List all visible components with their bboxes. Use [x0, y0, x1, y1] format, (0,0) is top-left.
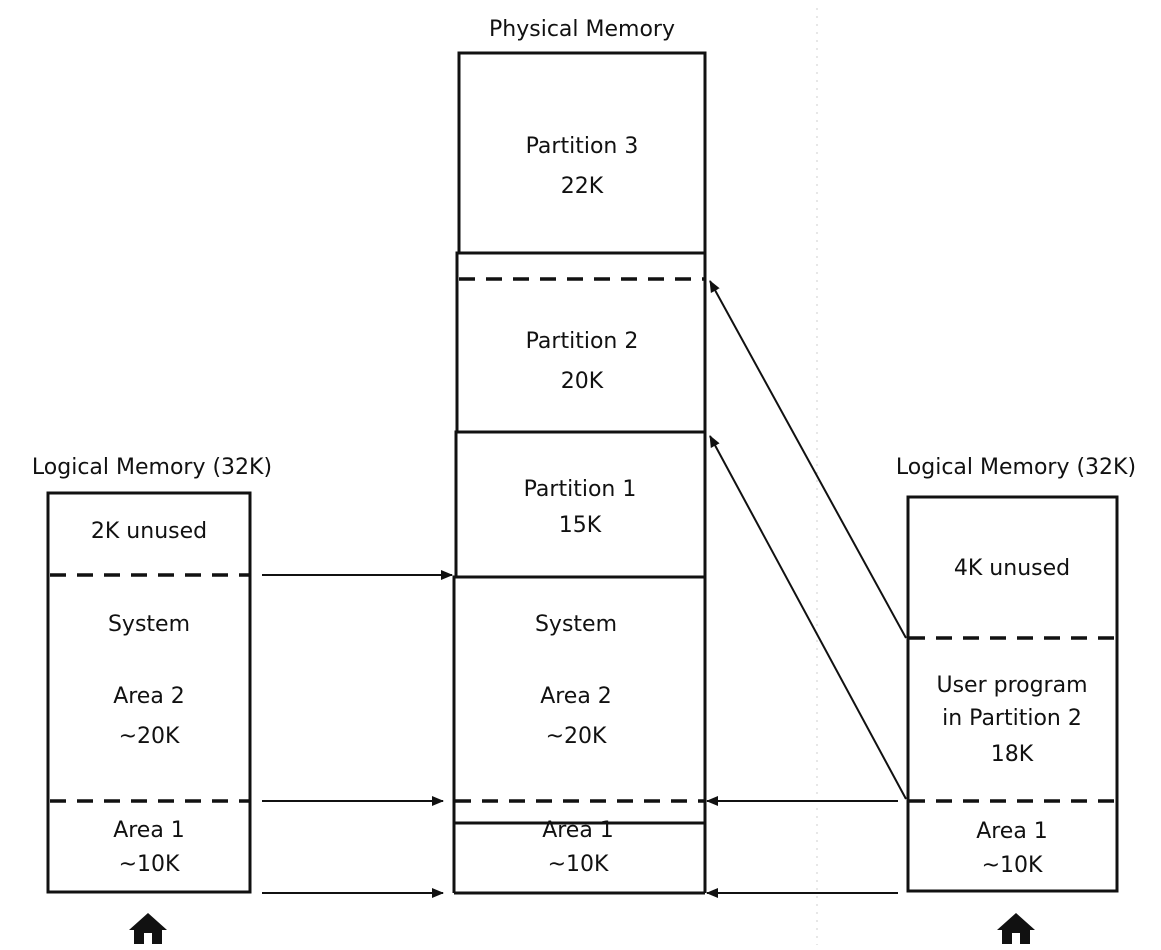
physical-area1-label: Area 1	[542, 818, 614, 843]
left-system-label: System	[108, 612, 190, 637]
left-area1-size: ~10K	[119, 852, 180, 877]
right-logical-box	[906, 495, 1119, 893]
partition3-size: 22K	[561, 174, 604, 199]
user-program-start-arrow	[709, 280, 907, 639]
user-program-end-arrow	[709, 435, 907, 800]
left-logical-box	[46, 491, 252, 894]
physical-system-label: System	[535, 612, 617, 637]
partition1-label: Partition 1	[524, 477, 637, 502]
left-house-arrow-icon	[129, 913, 167, 944]
partition3-label: Partition 3	[526, 134, 639, 159]
right-user-size: 18K	[991, 742, 1034, 767]
physical-area1-size: ~10K	[548, 852, 609, 877]
partition2-size: 20K	[561, 369, 604, 394]
left-area2-size: ~20K	[119, 724, 180, 749]
right-user-partition-label: in Partition 2	[942, 706, 1082, 731]
right-unused-label: 4K unused	[954, 556, 1070, 581]
physical-memory-title: Physical Memory	[489, 17, 675, 42]
right-area1-label: Area 1	[976, 819, 1048, 844]
right-logical-title: Logical Memory (32K)	[896, 455, 1136, 480]
physical-area2-size: ~20K	[546, 724, 607, 749]
physical-area2-label: Area 2	[540, 684, 612, 709]
partition2-label: Partition 2	[526, 329, 639, 354]
partition1-size: 15K	[559, 513, 602, 538]
left-unused-label: 2K unused	[91, 519, 207, 544]
left-area1-label: Area 1	[113, 818, 185, 843]
left-logical-title: Logical Memory (32K)	[32, 455, 272, 480]
physical-partition1-box	[454, 430, 707, 579]
physical-system-box	[452, 575, 707, 825]
left-area2-label: Area 2	[113, 684, 185, 709]
right-house-arrow-icon	[997, 913, 1035, 944]
right-area1-size: ~10K	[982, 853, 1043, 878]
right-user-program-label: User program	[936, 673, 1087, 698]
